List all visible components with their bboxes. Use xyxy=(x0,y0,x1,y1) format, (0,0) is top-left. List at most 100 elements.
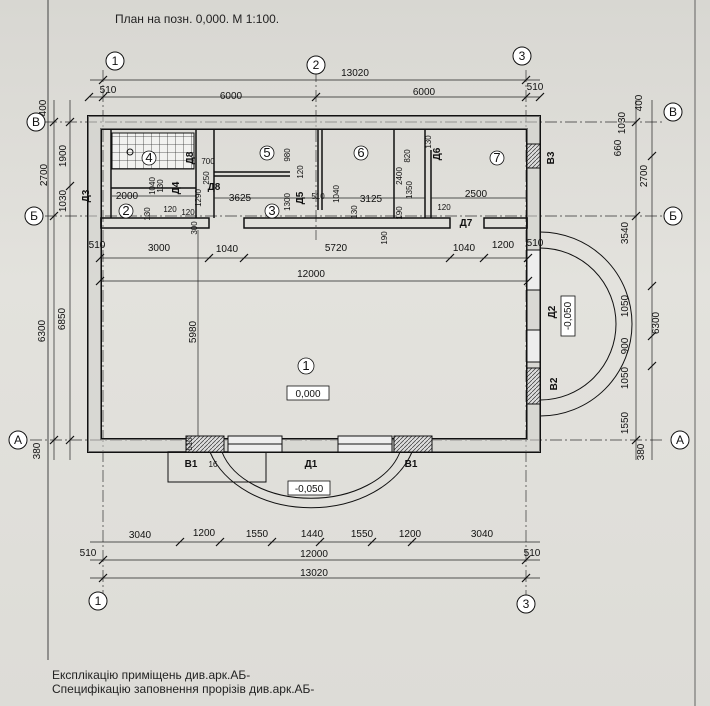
axis-bubble-1-bottom xyxy=(88,591,108,611)
dim-bottom-3: 1550 xyxy=(246,529,269,540)
dim-bottom-wall-left: 510 xyxy=(80,548,97,559)
dim-bottom-inner: 12000 xyxy=(300,549,328,560)
window-opening xyxy=(526,249,541,291)
door-label-d4: Д4 xyxy=(171,181,182,194)
axis-bubble-3-top xyxy=(512,46,532,66)
dim-small: 700 xyxy=(201,157,215,166)
south-porch xyxy=(167,451,413,509)
dim-bottom-7: 3040 xyxy=(471,529,494,540)
porch-arc-outer xyxy=(209,451,413,509)
level-porch: -0,050 xyxy=(295,484,324,495)
dim-room2-width: 2000 xyxy=(116,191,139,202)
axis-bubble-a-left xyxy=(8,430,28,450)
level-marks: 0,000 -0,050 -0,050 xyxy=(295,301,574,495)
axis-label-b-right: Б xyxy=(669,209,677,223)
dim-right-outer-2: 2700 xyxy=(639,164,650,187)
level-main: 0,000 xyxy=(295,389,320,400)
door-label-d8-b: Д8 xyxy=(208,182,221,193)
axis-label-3-bottom: 3 xyxy=(523,597,530,611)
axis-label-v-left: В xyxy=(32,115,40,129)
dim-top-span-2: 6000 xyxy=(413,87,436,98)
dim-small: 1040 xyxy=(332,185,341,203)
window-label-v1-right: В1 xyxy=(405,459,418,470)
dim-left-outer-2: 2700 xyxy=(39,163,50,186)
dim-small: 120 xyxy=(296,165,305,179)
porch-step xyxy=(167,451,267,483)
porch-arc-inner xyxy=(221,451,401,499)
door-label-d8-a: Д8 xyxy=(185,151,196,164)
dim-right-outer-3: 6300 xyxy=(651,311,662,334)
dim-bottom-total: 13020 xyxy=(300,568,328,579)
east-bay xyxy=(539,231,633,417)
drain-icon xyxy=(126,148,134,156)
dim-corridor-3125: 3125 xyxy=(360,194,383,205)
bay-arc-outer xyxy=(539,231,633,417)
dimension-texts: 13020 510 6000 6000 510 3040 1200 1550 1… xyxy=(32,68,662,579)
axis-labels: 1 2 3 1 3 В Б А В Б А xyxy=(14,49,684,611)
dim-bottom-4: 1440 xyxy=(301,529,324,540)
interior-walls xyxy=(100,129,528,229)
dim-small: 120 xyxy=(437,203,451,212)
dimension-lines xyxy=(53,79,653,579)
dim-small: 120 xyxy=(163,205,177,214)
window-opening xyxy=(393,435,433,453)
dim-small: 2400 xyxy=(395,167,404,185)
dim-hall-1200: 1200 xyxy=(492,240,515,251)
dim-small: 120 xyxy=(181,208,195,217)
dim-bottom-2: 1200 xyxy=(193,528,216,539)
note-line: Специфікацію заповнення прорізів див.арк… xyxy=(52,682,315,696)
dimension-ticks xyxy=(49,75,657,583)
dim-top-wall-left: 510 xyxy=(100,85,117,96)
axis-label-a-left: А xyxy=(14,433,22,447)
level-bay: -0,050 xyxy=(563,301,574,330)
dim-small: 510 xyxy=(185,437,194,451)
door-label-d7: Д7 xyxy=(460,218,473,229)
window-opening xyxy=(526,143,541,169)
room-number-1: 1 xyxy=(302,358,309,373)
door-label-d1: Д1 xyxy=(305,459,318,470)
east-windows xyxy=(526,143,541,405)
room-numbers: 1 2 3 4 5 6 7 xyxy=(118,145,505,375)
door-label-d5: Д5 xyxy=(295,191,306,204)
wall-segment xyxy=(483,217,528,229)
level-box-porch xyxy=(287,480,331,496)
dim-top-span-1: 6000 xyxy=(220,91,243,102)
room-number-5: 5 xyxy=(263,145,270,160)
axis-bubble-v-right xyxy=(663,102,683,122)
dim-hall-5980: 5980 xyxy=(188,320,199,343)
axis-bubble-3-bottom xyxy=(516,594,536,614)
window-label-v1-left: В1 xyxy=(185,459,198,470)
dim-hall-510-right: 510 xyxy=(527,238,544,249)
window-label-v3: В3 xyxy=(546,151,557,164)
dim-left-inner-3: 6850 xyxy=(57,307,68,330)
dim-small: 980 xyxy=(283,148,292,162)
room-number-3: 3 xyxy=(268,203,275,218)
dim-right-inner-4: 1050 xyxy=(620,294,631,317)
level-box-main xyxy=(286,385,330,401)
drawing-notes: Експлікацію приміщень див.арк.АБ- Специф… xyxy=(52,668,314,696)
dim-right-inner-2: 660 xyxy=(613,139,624,156)
axis-label-3-top: 3 xyxy=(519,49,526,63)
dim-bottom-6: 1200 xyxy=(399,529,422,540)
dim-top-total: 13020 xyxy=(341,68,369,79)
dim-small: 16 xyxy=(209,460,218,469)
dim-hall-5720: 5720 xyxy=(325,243,348,254)
dim-right-inner-7: 1550 xyxy=(620,411,631,434)
dim-hall-510-left: 510 xyxy=(89,240,106,251)
dim-right-bottom: 380 xyxy=(636,443,647,460)
dim-door-1040-left: 1040 xyxy=(216,244,239,255)
dim-small: 130 xyxy=(424,135,433,149)
door-label-d2: Д2 xyxy=(547,305,558,318)
dim-bottom-1: 3040 xyxy=(129,530,152,541)
axis-label-b-left: Б xyxy=(30,209,38,223)
dim-small: 300 xyxy=(190,221,199,235)
door-label-d3: Д3 xyxy=(81,189,92,202)
note-line: Експлікацію приміщень див.арк.АБ- xyxy=(52,668,251,682)
dim-left-outer-3: 6300 xyxy=(37,319,48,342)
dim-left-inner-1: 1900 xyxy=(58,144,69,167)
window-label-v2: В2 xyxy=(549,377,560,390)
room-number-4: 4 xyxy=(145,150,152,165)
dim-corridor-3625: 3625 xyxy=(229,193,252,204)
